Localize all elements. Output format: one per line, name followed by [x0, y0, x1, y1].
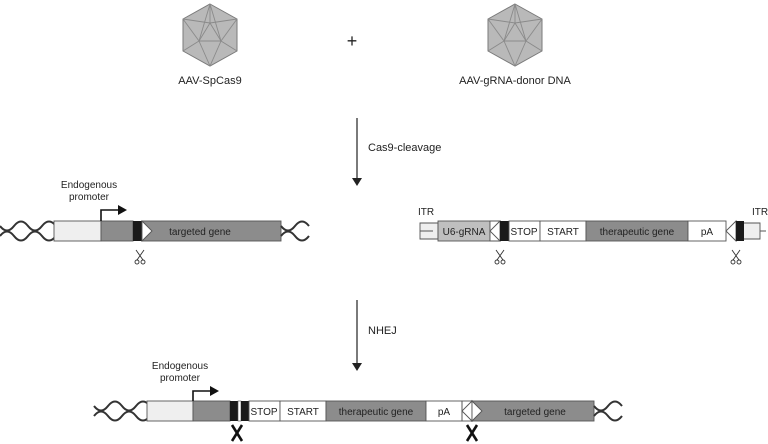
- promoter-arrow: [192, 390, 212, 401]
- scissors-icon: [494, 249, 506, 265]
- promoter-label-line2: promoter: [69, 192, 110, 203]
- start-label: START: [547, 227, 579, 238]
- aav-capsid-icon: [182, 3, 238, 67]
- pa-label: pA: [438, 407, 451, 418]
- donor-construct: ITR U6-gRNA STOP START therapeutic gene …: [418, 207, 768, 265]
- stop-label: STOP: [250, 407, 277, 418]
- pam-triangle: [141, 219, 153, 243]
- blocked-cut-icon: [230, 423, 244, 443]
- itr-right-hairpin: [744, 222, 766, 240]
- genomic-locus: targeted gene Endogenous promoter: [0, 180, 310, 265]
- junction-site-left-b: [241, 401, 249, 421]
- promoter-arrowhead: [210, 386, 219, 396]
- exon-box: [192, 400, 231, 422]
- blocked-cut-icon: [465, 423, 479, 443]
- step-arrowhead: [352, 363, 362, 371]
- dna-helix-left: [0, 220, 57, 242]
- targeted-gene-label: targeted gene: [169, 227, 231, 238]
- pam-triangle: [471, 399, 483, 423]
- step-arrowhead: [352, 178, 362, 186]
- itr-left-label: ITR: [418, 207, 434, 218]
- donor-target-site-left: [500, 221, 509, 241]
- therapeutic-gene-label: therapeutic gene: [600, 227, 675, 238]
- promoter-arrowhead: [118, 205, 127, 215]
- junction-gap: [237, 400, 242, 422]
- promoter-box: [53, 220, 102, 242]
- start-label: START: [287, 407, 319, 418]
- therapeutic-gene-label: therapeutic gene: [339, 407, 414, 418]
- dna-helix-right: [593, 400, 623, 422]
- exon-box: [100, 220, 134, 242]
- pa-label: pA: [701, 227, 714, 238]
- aav-capsid-icon: [487, 3, 543, 67]
- aav-grna-donor-label: AAV-gRNA-donor DNA: [459, 75, 571, 87]
- aav-spcas9-label: AAV-SpCas9: [178, 75, 241, 87]
- donor-pam-triangle-right: [725, 219, 737, 243]
- targeted-gene-label: targeted gene: [504, 407, 566, 418]
- promoter-label-line1: Endogenous: [152, 361, 208, 372]
- scissors-icon: [134, 249, 146, 265]
- itr-right-label: ITR: [752, 207, 768, 218]
- promoter-label-line2: promoter: [160, 373, 201, 384]
- promoter-label-line1: Endogenous: [61, 180, 117, 191]
- itr-left-hairpin: [419, 222, 439, 240]
- grna-target-site: [133, 221, 142, 241]
- promoter-arrow: [100, 209, 120, 221]
- stop-label: STOP: [510, 227, 537, 238]
- dna-helix-right: [280, 220, 310, 242]
- promoter-box: [146, 400, 194, 422]
- nhej-label: NHEJ: [368, 325, 397, 337]
- integrated-locus: STOP START therapeutic gene pA targeted …: [93, 361, 623, 443]
- junction-site-left-a: [230, 401, 238, 421]
- u6-grna-label: U6-gRNA: [443, 227, 486, 238]
- plus-sign: +: [347, 31, 358, 51]
- dna-helix-left: [93, 400, 151, 422]
- junction-triangle-a: [461, 399, 473, 423]
- donor-target-site-right: [736, 221, 744, 241]
- cas9-cleavage-label: Cas9-cleavage: [368, 142, 441, 154]
- scissors-icon: [730, 249, 742, 265]
